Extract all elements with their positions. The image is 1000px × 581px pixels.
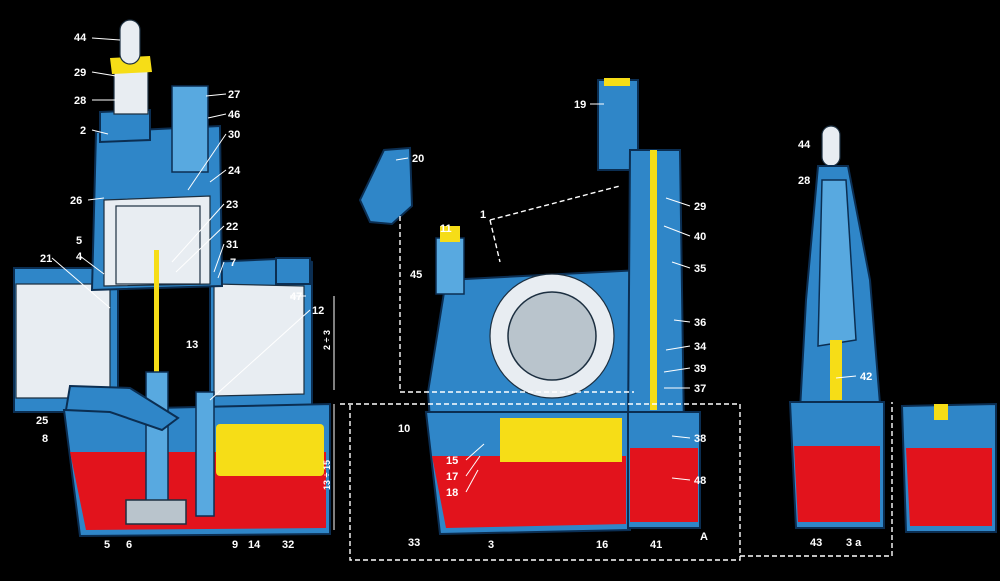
label-1: 1 [480,209,486,221]
label-7: 7 [230,257,236,269]
label-3: 3 [488,539,494,551]
label-21: 21 [40,253,52,265]
label-34: 34 [694,341,707,353]
label-44: 44 [74,32,87,44]
label-8: 8 [42,433,48,445]
label-6: 6 [126,539,132,551]
needle-mid [650,150,657,410]
label-45: 45 [410,269,422,281]
label-39: 39 [694,363,706,375]
leader-lines [51,37,857,530]
cable-tip-left [119,19,141,65]
label-9: 9 [232,539,238,551]
label-15: 15 [446,455,458,467]
label-41: 41 [650,539,662,551]
label-13: 13 [186,339,198,351]
label-5-top: 5 [76,235,82,247]
top-cap [99,108,151,144]
label-18: 18 [446,487,458,499]
label-47: 47 [290,291,302,303]
float-left [216,424,324,476]
label-16: 16 [596,539,608,551]
label-25: 25 [36,415,48,427]
linkage-lines [340,185,893,561]
label-30: 30 [228,129,240,141]
valve-body-11 [435,237,465,295]
outlet-bore [213,283,305,397]
label-33: 33 [408,537,420,549]
dimension-2-3: 2 ÷ 3 [322,330,332,350]
label-38: 38 [694,433,706,445]
label-40: 40 [694,231,706,243]
label-11: 11 [440,223,452,235]
label-28-right: 28 [798,175,810,187]
intake-bore [15,283,111,399]
label-42: 42 [860,371,872,383]
right-section [788,125,997,533]
float-mid [500,418,622,462]
label-32: 32 [282,539,294,551]
label-46: 46 [228,109,240,121]
label-A: A [700,531,708,543]
pilot-jet-left [195,391,215,517]
label-2: 2 [80,125,86,137]
label-19: 19 [574,99,586,111]
adjust-screw [171,85,209,173]
label-17: 17 [446,471,458,483]
hose-fitting [358,146,414,226]
label-26: 26 [70,195,82,207]
label-31: 31 [226,239,238,251]
label-22: 22 [226,221,238,233]
label-14: 14 [248,539,261,551]
left-section [13,19,331,538]
label-44-right: 44 [798,139,811,151]
label-43: 43 [810,537,822,549]
label-28: 28 [74,95,86,107]
dimension-13-15: 13 ÷ 15 [322,460,332,490]
label-3a: 3 a [846,537,862,549]
needle-left [154,250,159,440]
label-23: 23 [226,199,238,211]
choke-lever [64,384,180,432]
cable-tip-right [821,125,841,167]
part-labels: 44 29 28 2 27 46 30 24 26 23 22 31 7 5 4… [36,32,872,551]
label-12: 12 [312,305,324,317]
label-36: 36 [694,317,706,329]
label-27: 27 [228,89,240,101]
label-35: 35 [694,263,706,275]
label-48: 48 [694,475,706,487]
label-29-mid: 29 [694,201,706,213]
label-4: 4 [76,251,83,263]
label-5-bottom: 5 [104,539,110,551]
label-20: 20 [412,153,424,165]
label-29: 29 [74,67,86,79]
label-24: 24 [228,165,241,177]
middle-section [358,78,701,536]
fuel-mid [432,456,626,528]
label-10: 10 [398,423,410,435]
fuel-small-bowl [906,448,992,526]
label-37: 37 [694,383,706,395]
cable-fitting-left [113,69,149,115]
